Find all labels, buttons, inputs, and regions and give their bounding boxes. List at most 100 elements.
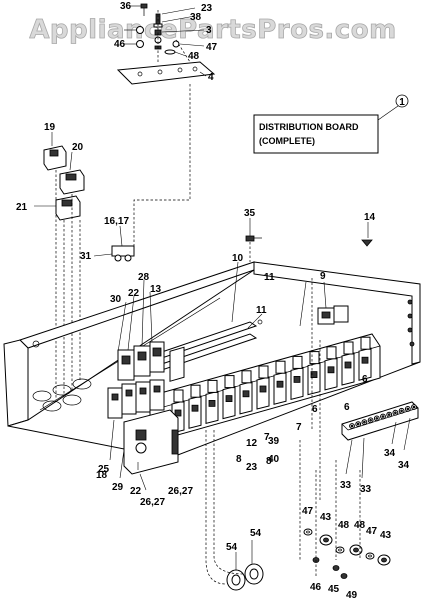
washer-hole [338, 548, 342, 552]
terminal-screw-head [369, 418, 372, 422]
terminal-block-slot [174, 409, 182, 417]
part-number-label: 25 [98, 464, 110, 475]
callout-number: 1 [399, 97, 405, 108]
part-number-label: 47 [206, 42, 218, 53]
part-number-label: 43 [380, 530, 392, 541]
part-number-label: 34 [398, 460, 410, 471]
part-number-label: 9 [320, 271, 326, 282]
screw-14 [361, 222, 373, 247]
terminal-screw-head [400, 409, 403, 413]
part-number-label: 47 [302, 506, 314, 517]
part-number-label: 23 [201, 3, 213, 14]
distribution-board-callout: DISTRIBUTION BOARD (COMPLETE) 1 [253, 94, 409, 154]
terminal-block-top [207, 379, 218, 393]
terminal-block-top [309, 351, 320, 365]
terminal-block-top [343, 341, 354, 355]
part-number-label: 31 [80, 251, 92, 262]
part-number-label: 46 [310, 582, 322, 593]
callout-line-2: (COMPLETE) [259, 136, 315, 146]
terminal-block [324, 357, 338, 391]
part-number-label: 22 [130, 486, 142, 497]
part-number-label: 21 [16, 202, 28, 213]
terminal-block-top [326, 346, 337, 360]
terminal-screw-head [356, 422, 360, 426]
part-number-label: 14 [364, 212, 376, 223]
terminal-block-slot [259, 385, 267, 393]
terminal-block [256, 376, 270, 410]
screw [332, 565, 340, 571]
terminal-screw-head [350, 424, 354, 428]
part-number-label: 48 [188, 51, 200, 62]
part-number-label: 29 [112, 482, 124, 493]
part-number-label: 11 [256, 305, 267, 316]
terminal-block-slot [327, 366, 335, 374]
part-number-label: 20 [72, 142, 84, 153]
part-number-label: 4 [208, 72, 214, 83]
washer [365, 552, 375, 560]
part-number-label: 6 [362, 374, 368, 385]
part-number-label: 54 [250, 528, 262, 539]
hex-nut-bore [353, 547, 359, 553]
part-number-label: 26,27 [168, 486, 193, 497]
screw [340, 573, 348, 579]
part-number-label: 22 [128, 288, 140, 299]
terminal-block-slot [310, 371, 318, 379]
terminal-block-top [241, 370, 252, 384]
terminal-block [239, 381, 253, 415]
part-number-label: 39 [268, 436, 280, 447]
terminal-block-slot [293, 375, 301, 383]
terminal-screw-head [381, 415, 385, 418]
terminal-block-slot [242, 390, 250, 398]
terminal-screw-head [412, 405, 416, 409]
terminal-screw-head [375, 417, 379, 420]
part-number-label: 43 [320, 512, 332, 523]
terminal-blocks [171, 336, 372, 434]
part-number-label: 38 [190, 12, 202, 23]
left-breaker-cluster [107, 279, 179, 491]
washer [335, 546, 345, 554]
hex-nut-bore [323, 537, 329, 543]
terminal-bar-leaders [345, 417, 411, 479]
part-number-label: 11 [264, 272, 275, 283]
top-bracket-assembly [116, 3, 216, 85]
part-number-label: 16,17 [104, 216, 129, 227]
terminal-block-slot [361, 356, 369, 364]
part-number-label: 8 [236, 454, 242, 465]
part-number-label: 6 [312, 404, 318, 415]
terminal-block [273, 371, 287, 405]
part-number-label: 10 [232, 253, 244, 264]
terminal-block-top [292, 355, 303, 369]
part-number-label: 23 [246, 462, 258, 473]
part-number-label: 26,27 [140, 497, 165, 508]
terminal-block [222, 385, 236, 420]
part-number-label: 48 [354, 520, 366, 531]
terminal-block [307, 361, 321, 396]
part-number-label: 30 [110, 294, 122, 305]
terminal-block-top [190, 384, 201, 398]
part-number-label: 35 [244, 208, 256, 219]
part-number-label: 3 [206, 25, 212, 36]
terminal-block [341, 352, 355, 386]
washer [303, 528, 313, 536]
part-number-label: 6 [344, 402, 350, 413]
hex-nut-bore [381, 557, 387, 563]
terminal-block-slot [344, 361, 352, 369]
part-number-label: 12 [246, 438, 258, 449]
terminal-block-top [224, 375, 235, 389]
terminal-block [205, 390, 219, 425]
washer-hole [368, 554, 372, 558]
watermark-text: AppliancePartsPros.com [29, 15, 396, 45]
part-number-label: 8 [266, 456, 272, 467]
washer-hole [306, 530, 310, 534]
part-number-label: 54 [226, 542, 238, 553]
part-number-label: 36 [120, 1, 132, 12]
terminal-block-top [360, 336, 371, 350]
part-number-label: 45 [328, 584, 340, 595]
terminal-screw-head [387, 413, 391, 416]
terminal-screw-head [406, 407, 410, 411]
part-number-label: 40 [268, 454, 280, 465]
grommets [205, 430, 264, 591]
part-number-label: 7 [264, 432, 270, 443]
